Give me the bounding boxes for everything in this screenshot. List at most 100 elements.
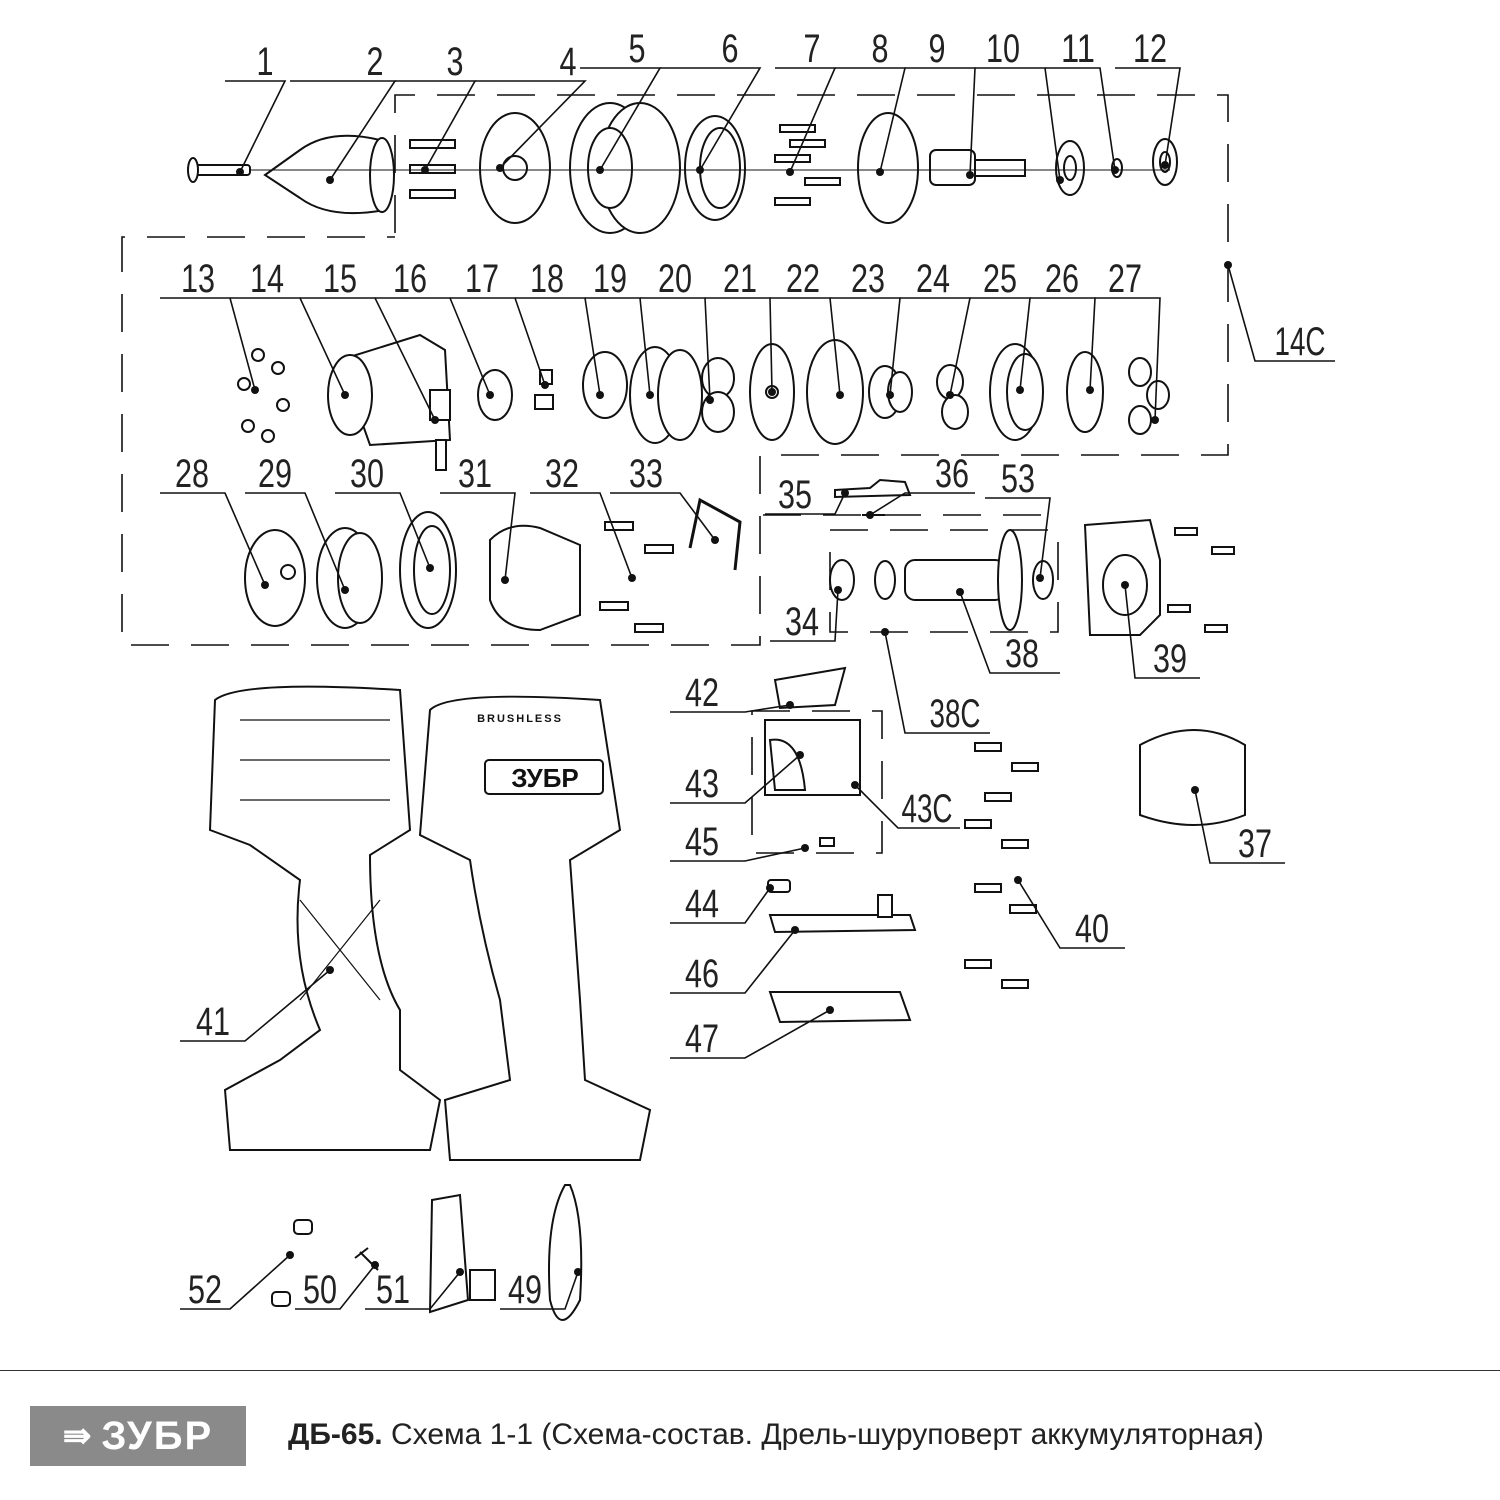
callout-label-5: 5: [629, 27, 646, 71]
callout-label-50: 50: [303, 1268, 337, 1312]
leader-dot: [541, 381, 549, 389]
leader-dot: [786, 168, 794, 176]
leader-dot: [886, 391, 894, 399]
leader-dot: [431, 416, 439, 424]
footer-divider: [0, 1370, 1500, 1371]
part-plate-8: [857, 112, 919, 224]
part-carrier-18: [582, 351, 628, 419]
callout-label-53: 53: [1001, 457, 1035, 501]
leader-dot: [421, 166, 429, 174]
leader-dot: [596, 391, 604, 399]
leader-line: [500, 1271, 579, 1310]
callout-label-19: 19: [593, 257, 627, 301]
part-chuck-2: [263, 134, 395, 215]
callout-label-9: 9: [929, 27, 946, 71]
housing-series-text: BRUSHLESS: [477, 713, 563, 725]
callout-label-26: 26: [1045, 257, 1079, 301]
part-springs-7: [774, 124, 841, 206]
callout-label-16: 16: [393, 257, 427, 301]
parts-bottom: [271, 1184, 583, 1321]
callout-label-7: 7: [804, 27, 821, 71]
callout-label-10: 10: [986, 27, 1020, 71]
callout-label-2: 2: [367, 40, 384, 84]
leader-dot: [596, 166, 604, 174]
part-button-42: [773, 666, 847, 710]
leader-line: [670, 754, 801, 804]
leader-line: [985, 497, 1051, 579]
callout-label-25: 25: [983, 257, 1017, 301]
part-spring-clip-33: [688, 497, 742, 571]
part-housing-14: [327, 333, 452, 447]
callout-label-24: 24: [916, 257, 950, 301]
callout-label-14c: 14C: [1275, 320, 1326, 364]
leader-line: [160, 297, 256, 391]
part-stator-37: [1139, 729, 1246, 826]
part-gears-20: [701, 357, 735, 433]
housing-right: ЗУБР BRUSHLESS: [418, 695, 652, 1161]
leader-line: [1115, 67, 1181, 166]
leader-line: [1095, 297, 1161, 421]
leader-line: [670, 887, 771, 924]
callout-label-4: 4: [560, 40, 577, 84]
leader-dot: [251, 386, 259, 394]
leader-line: [670, 847, 806, 862]
part-rotor-38: [904, 559, 1006, 601]
leader-dot: [1191, 786, 1199, 794]
part-bushing-52: [293, 1219, 313, 1235]
leader-dot: [1111, 166, 1119, 174]
part-ring-16: [477, 369, 513, 421]
diagram-caption: ДБ-65. Схема 1-1 (Схема-состав. Дрель-шу…: [288, 1418, 1264, 1452]
leader-dot: [791, 926, 799, 934]
housing-brand-text: ЗУБР: [511, 763, 579, 793]
part-ring-5: [569, 102, 681, 234]
parts-row-2: [237, 333, 1170, 471]
leader-dot: [801, 844, 809, 852]
leader-dot: [456, 1268, 464, 1276]
callout-label-39: 39: [1153, 637, 1187, 681]
callout-label-37: 37: [1238, 822, 1272, 866]
part-spindle-9: [929, 149, 1026, 186]
callout-label-49: 49: [508, 1268, 542, 1312]
leader-line: [770, 589, 839, 642]
part-ring-gear-19: [629, 346, 703, 444]
leader-dot: [706, 396, 714, 404]
callout-label-21: 21: [723, 257, 757, 301]
callout-label-14: 14: [250, 257, 284, 301]
part-battery-plate-47: [768, 991, 912, 1024]
leader-dot: [956, 588, 964, 596]
leader-line: [884, 631, 990, 734]
part-carrier-23: [868, 365, 913, 419]
part-lever-15: [429, 389, 451, 471]
callout-label-38c: 38C: [930, 692, 981, 736]
diagram-title: Схема 1-1 (Схема-состав. Дрель-шуруповер…: [390, 1418, 1264, 1451]
callout-label-47: 47: [685, 1017, 719, 1061]
leader-dot: [1086, 386, 1094, 394]
parts-row-3: [244, 497, 742, 633]
leader-dot: [796, 751, 804, 759]
callout-label-44: 44: [685, 882, 719, 926]
part-balls-13: [237, 348, 290, 443]
leader-dot: [711, 536, 719, 544]
logo-text: ЗУБР: [101, 1413, 214, 1458]
leader-dot: [326, 176, 334, 184]
part-gear-housing-31: [489, 524, 581, 632]
leader-line: [225, 80, 287, 173]
leader-line: [1017, 879, 1125, 949]
leader-line: [1227, 264, 1335, 362]
leader-line: [1194, 789, 1285, 864]
part-bearing: [874, 560, 896, 600]
leader-dot: [786, 701, 794, 709]
leader-line: [160, 492, 266, 586]
leader-line: [1045, 67, 1116, 171]
part-screws-32: [599, 521, 674, 633]
leader-dot: [341, 391, 349, 399]
part-washer-28: [244, 529, 306, 627]
part-board-46: [768, 914, 917, 934]
part-screws-3: [409, 139, 456, 199]
leader-line: [180, 1254, 291, 1310]
leader-dot: [946, 391, 954, 399]
leader-dot: [496, 164, 504, 172]
leader-line: [670, 1009, 831, 1059]
part-pins-17: [534, 369, 554, 410]
